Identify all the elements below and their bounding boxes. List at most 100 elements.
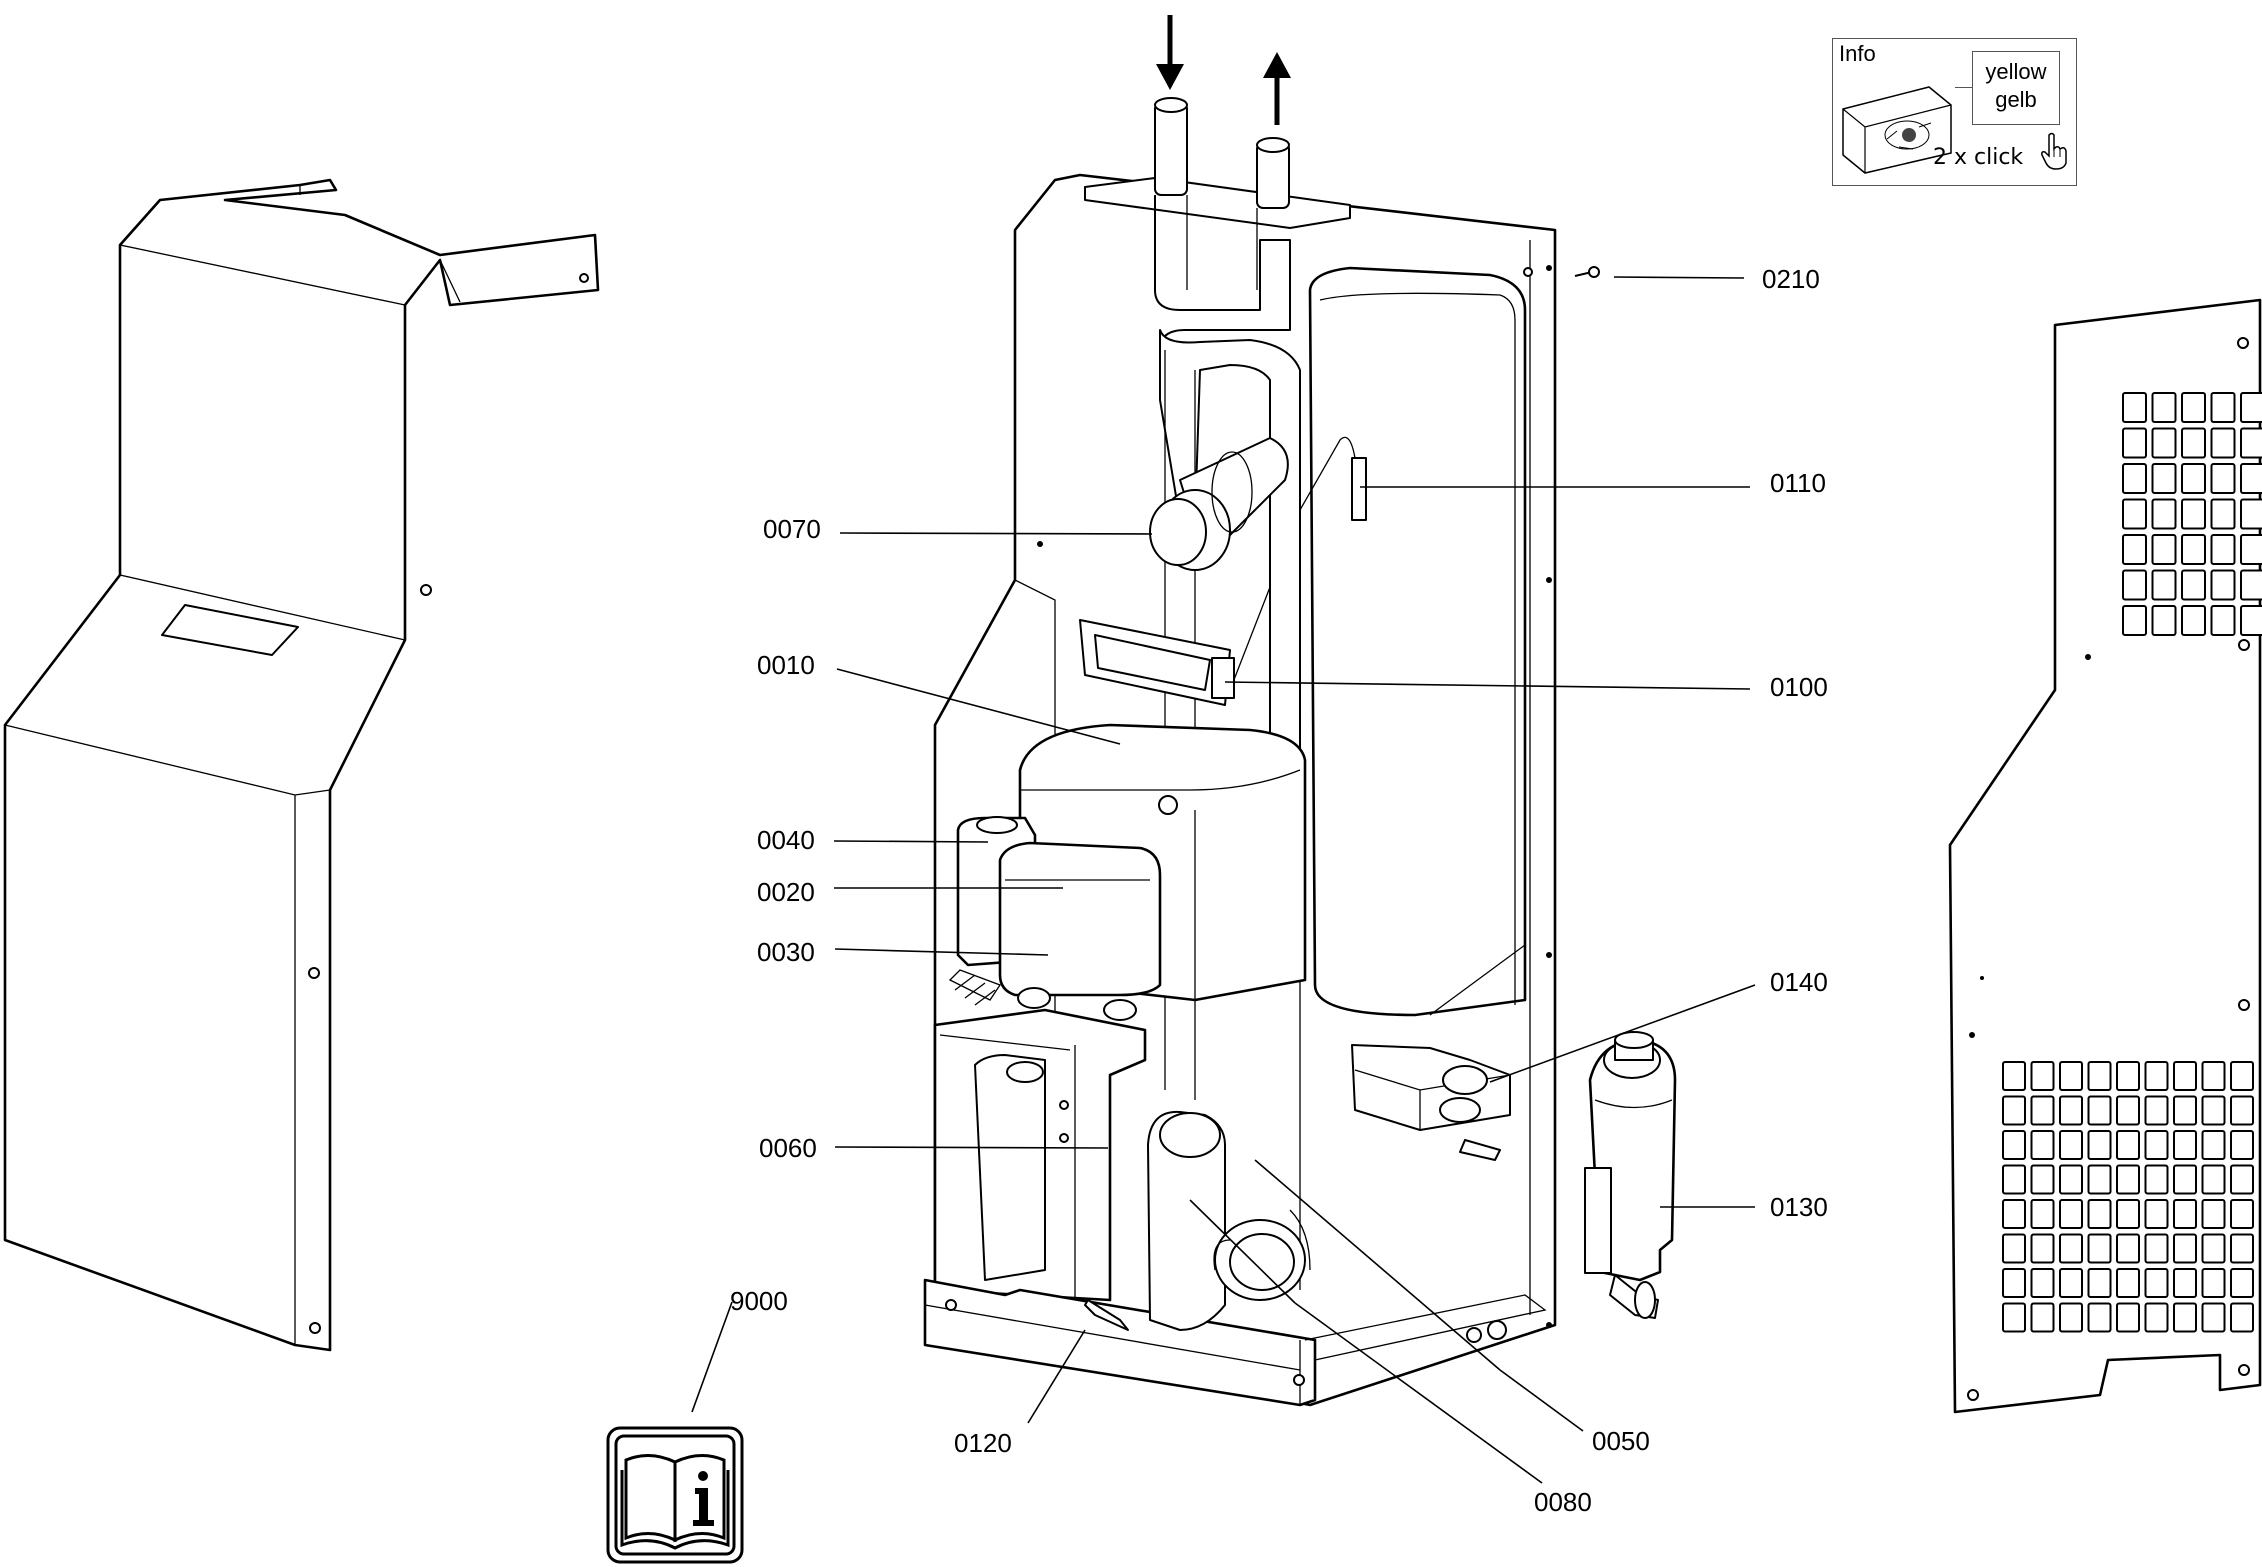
label-0210[interactable]: 0210 (1762, 264, 1820, 294)
vent-slot (2210, 427, 2236, 459)
vent-slot (2116, 1095, 2140, 1126)
vent-slot (2002, 1095, 2026, 1126)
arrow-down-icon (1156, 15, 1184, 90)
vent-slot (2116, 1061, 2140, 1091)
vent-slot (2151, 569, 2177, 601)
vent-slot (2230, 1164, 2254, 1195)
vent-slot (2116, 1302, 2140, 1333)
vent-slot (2173, 1095, 2197, 1126)
vent-slot (2116, 1199, 2140, 1229)
vent-slot (2151, 534, 2177, 565)
vent-slot (2230, 1268, 2254, 1298)
vent-slot (2240, 534, 2262, 565)
vent-slot (2210, 498, 2236, 530)
vent-slot (2122, 463, 2147, 494)
vent-slot (2002, 1130, 2026, 1160)
vent-slot (2059, 1095, 2083, 1126)
pressure-switch-block (1351, 1044, 1511, 1161)
vent-slot (2059, 1233, 2083, 1264)
vent-slot (2030, 1268, 2055, 1298)
vent-slot (2144, 1233, 2169, 1264)
info-title: Info (1839, 41, 1876, 66)
vent-slot (2087, 1095, 2112, 1126)
vent-slot (2230, 1061, 2254, 1091)
swatch-line2: gelb (1995, 87, 2037, 112)
vent-slot (2230, 1233, 2254, 1264)
vent-slot (2116, 1268, 2140, 1298)
label-0030[interactable]: 0030 (757, 937, 815, 967)
vent-slot (2240, 605, 2262, 636)
vent-slot (2030, 1130, 2055, 1160)
label-0080[interactable]: 0080 (1534, 1487, 1592, 1517)
vent-slot (2002, 1268, 2026, 1298)
vent-slot (2173, 1268, 2197, 1298)
label-0110[interactable]: 0110 (1770, 468, 1826, 498)
vent-slot (2030, 1164, 2055, 1195)
yellow-swatch[interactable]: yellow gelb (1972, 51, 2060, 125)
label-0010[interactable]: 0010 (757, 650, 815, 680)
vent-slot (2240, 463, 2262, 494)
vent-slot (2122, 498, 2147, 530)
pointing-hand-icon (2041, 132, 2067, 170)
terminal-box (948, 816, 1162, 1021)
info-panel[interactable]: Info yellow gelb 2 x click (1832, 38, 2077, 186)
label-0130[interactable]: 0130 (1770, 1192, 1828, 1222)
arrow-up-icon (1263, 52, 1291, 125)
vent-slot (2059, 1130, 2083, 1160)
vent-slot (2151, 427, 2177, 459)
vent-slot (2122, 569, 2147, 601)
vent-slot (2201, 1095, 2226, 1126)
label-0060[interactable]: 0060 (759, 1133, 817, 1163)
vent-slot (2201, 1268, 2226, 1298)
front-cover-panel[interactable] (3, 178, 600, 1352)
vent-slot (2087, 1199, 2112, 1229)
vent-slot (2181, 463, 2206, 494)
label-9000[interactable]: 9000 (730, 1286, 788, 1316)
vent-slot (2002, 1302, 2026, 1333)
vent-slot (2230, 1130, 2254, 1160)
leader-lines (691, 276, 1756, 1484)
vent-slot (2116, 1130, 2140, 1160)
vent-slot (2181, 498, 2206, 530)
vent-slot (2210, 605, 2236, 636)
label-0050[interactable]: 0050 (1592, 1426, 1650, 1456)
swatch-line1: yellow (1985, 59, 2047, 84)
vent-slot (2144, 1164, 2169, 1195)
manual-info-book-icon[interactable] (606, 1426, 744, 1564)
vent-slot (2230, 1199, 2254, 1229)
base-frame (923, 1008, 1547, 1407)
vent-slot (2144, 1061, 2169, 1091)
vent-slot (2173, 1199, 2197, 1229)
vent-slot (2059, 1302, 2083, 1333)
label-0100[interactable]: 0100 (1770, 672, 1828, 702)
rear-grille-panel[interactable] (1948, 298, 2262, 1414)
vent-slot (2002, 1061, 2026, 1091)
vent-slot (2201, 1164, 2226, 1195)
label-0120[interactable]: 0120 (954, 1428, 1012, 1458)
vent-slot (2030, 1302, 2055, 1333)
vent-slot (2122, 534, 2147, 565)
label-0070[interactable]: 0070 (763, 514, 821, 544)
vent-slot (2240, 569, 2262, 601)
connector-line (1955, 87, 1972, 88)
vent-slot (2087, 1164, 2112, 1195)
double-click-hint: 2 x click (1933, 145, 2024, 170)
vent-slot (2059, 1199, 2083, 1229)
vent-slot (2201, 1130, 2226, 1160)
vent-slot (2181, 569, 2206, 601)
vent-slot (2030, 1199, 2055, 1229)
vent-slot (2122, 427, 2147, 459)
vent-slot (2122, 392, 2147, 423)
vent-slot (2201, 1233, 2226, 1264)
label-0140[interactable]: 0140 (1770, 967, 1828, 997)
vent-slot (2087, 1302, 2112, 1333)
vent-slot (2144, 1268, 2169, 1298)
vent-slot (2173, 1164, 2197, 1195)
label-0040[interactable]: 0040 (757, 825, 815, 855)
lower-vent-grid (2002, 1061, 2254, 1333)
vent-slot (2210, 569, 2236, 601)
label-0020[interactable]: 0020 (757, 877, 815, 907)
vent-slot (2144, 1130, 2169, 1160)
info-thumbnail (1842, 86, 1952, 174)
